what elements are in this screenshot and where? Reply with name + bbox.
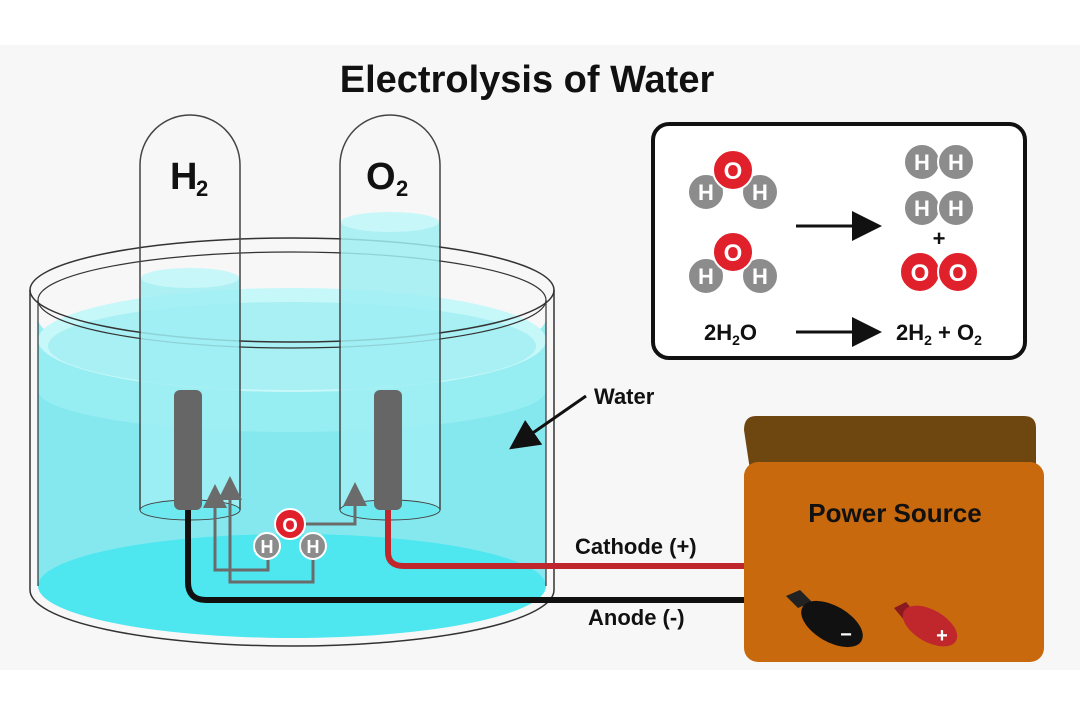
svg-text:H: H <box>752 264 768 289</box>
power-source: Power Source <box>744 416 1044 662</box>
gas-flow-arrows <box>203 476 367 584</box>
water-molecule-1: H H O <box>687 149 779 211</box>
hydrogen-molecule-2: H H <box>903 189 975 227</box>
reaction-box: H H O H H O H H H H <box>651 122 1027 360</box>
negative-plug: − <box>786 590 863 648</box>
power-source-front <box>744 462 1044 662</box>
power-source-top <box>744 416 1036 470</box>
hydrogen-molecule-1: H H <box>903 143 975 181</box>
svg-text:O: O <box>282 515 298 537</box>
anode-wire <box>185 500 790 603</box>
svg-text:H: H <box>914 196 930 221</box>
electrode-left <box>174 390 202 510</box>
oxygen-molecule: O O <box>899 251 979 293</box>
svg-text:O: O <box>949 260 968 287</box>
anode-label: Anode (-) <box>588 605 685 630</box>
positive-plug: + <box>894 602 958 647</box>
negative-terminal-symbol: − <box>840 624 852 646</box>
water-pointer-arrow <box>509 394 587 450</box>
water-molecule-2: H H O <box>687 231 779 295</box>
positive-terminal-symbol: + <box>936 625 948 647</box>
tube-o2-label: O <box>366 156 396 198</box>
svg-text:O: O <box>911 260 930 287</box>
equation-reactants: 2H2O <box>704 320 757 348</box>
water-molecule-beaker: H H O <box>253 508 327 560</box>
tube-o2: O 2 <box>339 114 441 521</box>
svg-text:H: H <box>307 537 320 557</box>
water-label: Water <box>594 384 655 409</box>
cathode-label: Cathode (+) <box>575 534 697 559</box>
power-source-label: Power Source <box>808 498 981 528</box>
svg-text:H: H <box>698 264 714 289</box>
tube-h2-subscript: 2 <box>196 176 208 201</box>
svg-text:O: O <box>724 240 743 267</box>
svg-text:O: O <box>724 158 743 185</box>
equation-products: 2H2 + O2 <box>896 320 982 348</box>
beaker-bottom <box>38 534 546 638</box>
svg-text:H: H <box>752 180 768 205</box>
svg-text:H: H <box>948 150 964 175</box>
products-plus: + <box>933 226 946 251</box>
svg-text:H: H <box>261 537 274 557</box>
svg-text:H: H <box>698 180 714 205</box>
tube-h2-label: H <box>170 156 197 198</box>
page-title: Electrolysis of Water <box>340 59 715 101</box>
svg-text:H: H <box>948 196 964 221</box>
svg-text:H: H <box>914 150 930 175</box>
electrode-right <box>374 390 402 510</box>
tube-o2-subscript: 2 <box>396 176 408 201</box>
cathode-wire <box>385 500 902 617</box>
